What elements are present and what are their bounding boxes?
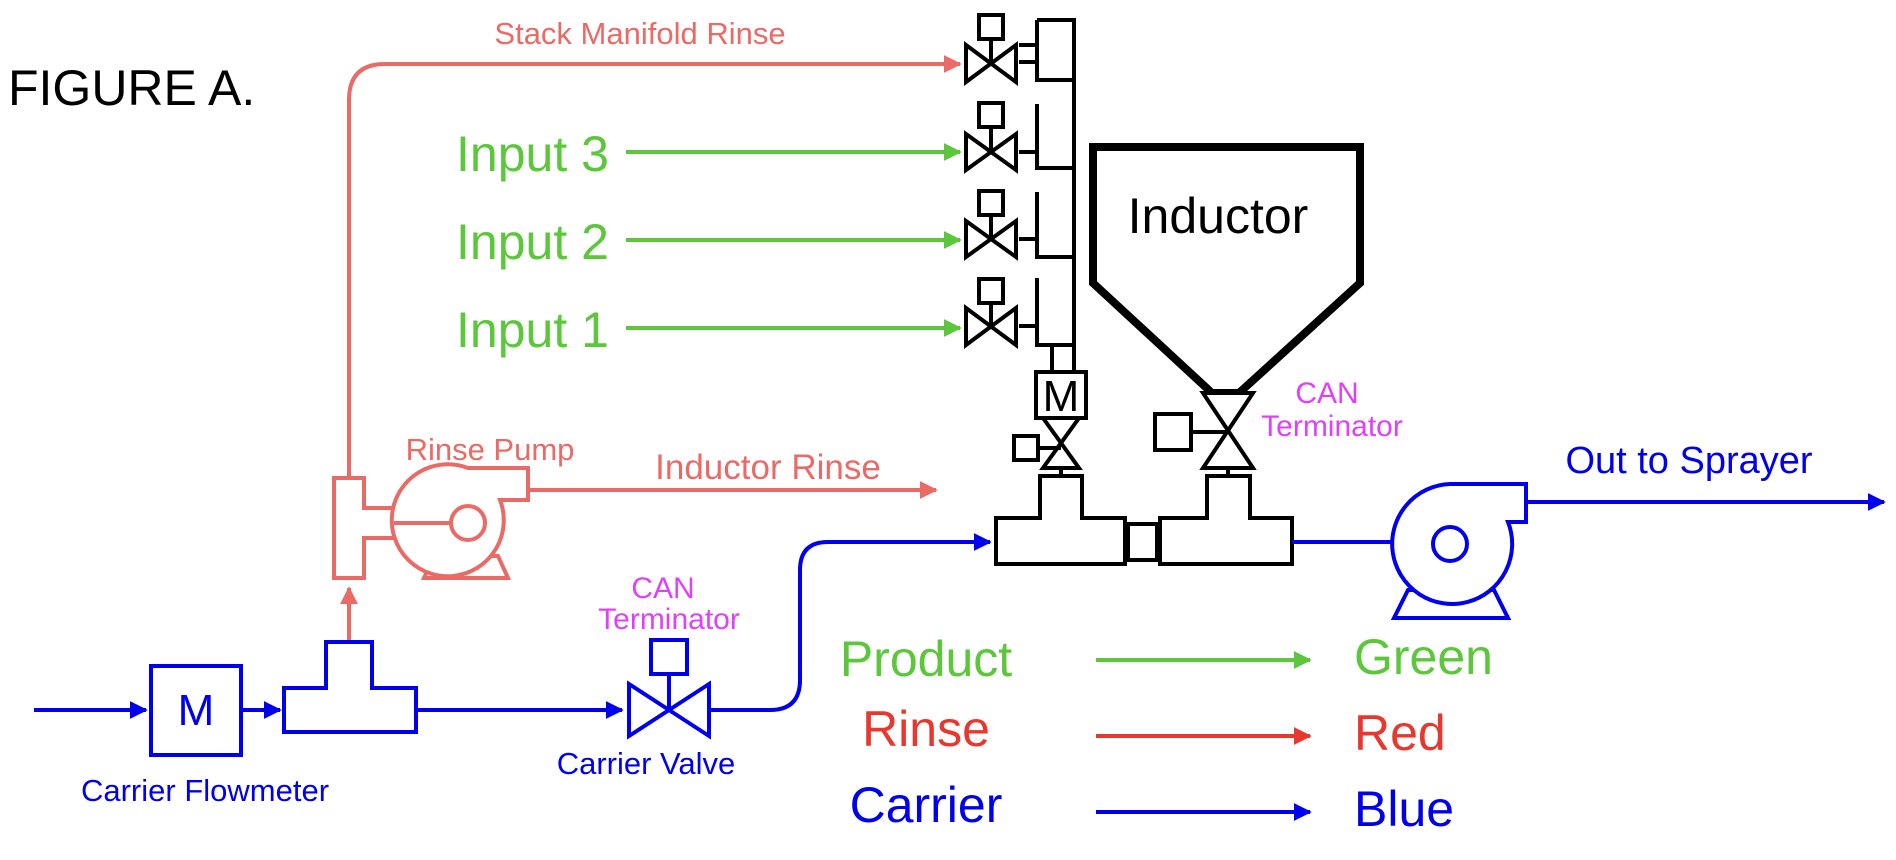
rinse-pump-label: Rinse Pump xyxy=(406,432,575,467)
input-3-label: Input 3 xyxy=(456,126,609,182)
legend-product-color: Green xyxy=(1354,629,1493,685)
carrier-flowmeter: M xyxy=(149,664,243,757)
inductor-can-terminator-line1: CAN xyxy=(1295,377,1358,410)
carrier-valve-label: Carrier Valve xyxy=(557,746,736,781)
stack-valve-rinse xyxy=(964,13,1018,86)
rinse-tee xyxy=(332,476,396,580)
stack-shutoff-valve xyxy=(1012,416,1083,476)
stack-flowmeter: M xyxy=(1034,345,1088,421)
carrier-pump xyxy=(1390,482,1528,620)
legend-carrier-label: Carrier xyxy=(850,777,1003,833)
input-1-label: Input 1 xyxy=(456,302,609,358)
carrier-flowmeter-symbol: M xyxy=(178,686,215,735)
stack-valve-input-1 xyxy=(964,277,1018,349)
stack-rinse-line xyxy=(347,55,962,478)
legend-carrier-color: Blue xyxy=(1354,781,1454,837)
legend-rinse-color: Red xyxy=(1354,705,1446,761)
stack-manifold-rinse-label: Stack Manifold Rinse xyxy=(494,16,785,51)
rinse-pump xyxy=(389,462,530,580)
inductor-can-terminator-line2: Terminator xyxy=(1261,410,1403,443)
figure-title: FIGURE A. xyxy=(8,60,255,116)
inductor-valve xyxy=(1153,391,1257,476)
mixing-tee-inductor xyxy=(1158,474,1294,566)
stack-valve-input-2 xyxy=(964,189,1018,261)
inductor-rinse-label: Inductor Rinse xyxy=(655,448,881,487)
inductor-label: Inductor xyxy=(1128,188,1309,244)
carrier-to-mixer-line xyxy=(709,533,992,712)
carrier-flowmeter-label: Carrier Flowmeter xyxy=(81,773,329,808)
carrier-tee xyxy=(282,640,418,734)
stack-valve-input-3 xyxy=(964,101,1018,174)
out-to-sprayer-label: Out to Sprayer xyxy=(1565,440,1812,482)
carrier-can-terminator-line2: Terminator xyxy=(598,603,740,636)
inductor-hopper: Inductor xyxy=(1089,143,1364,397)
legend: Product Green Rinse Red Carrier Blue xyxy=(840,629,1493,837)
tee-coupler xyxy=(1126,522,1159,562)
stack-flowmeter-symbol: M xyxy=(1043,372,1080,421)
legend-product-label: Product xyxy=(840,631,1012,687)
carrier-valve xyxy=(627,638,711,740)
legend-rinse-label: Rinse xyxy=(862,701,990,757)
stack-manifold xyxy=(1019,18,1076,370)
mixing-tee-stack xyxy=(994,474,1127,566)
carrier-can-terminator-line1: CAN xyxy=(631,572,694,605)
input-2-label: Input 2 xyxy=(456,214,609,270)
